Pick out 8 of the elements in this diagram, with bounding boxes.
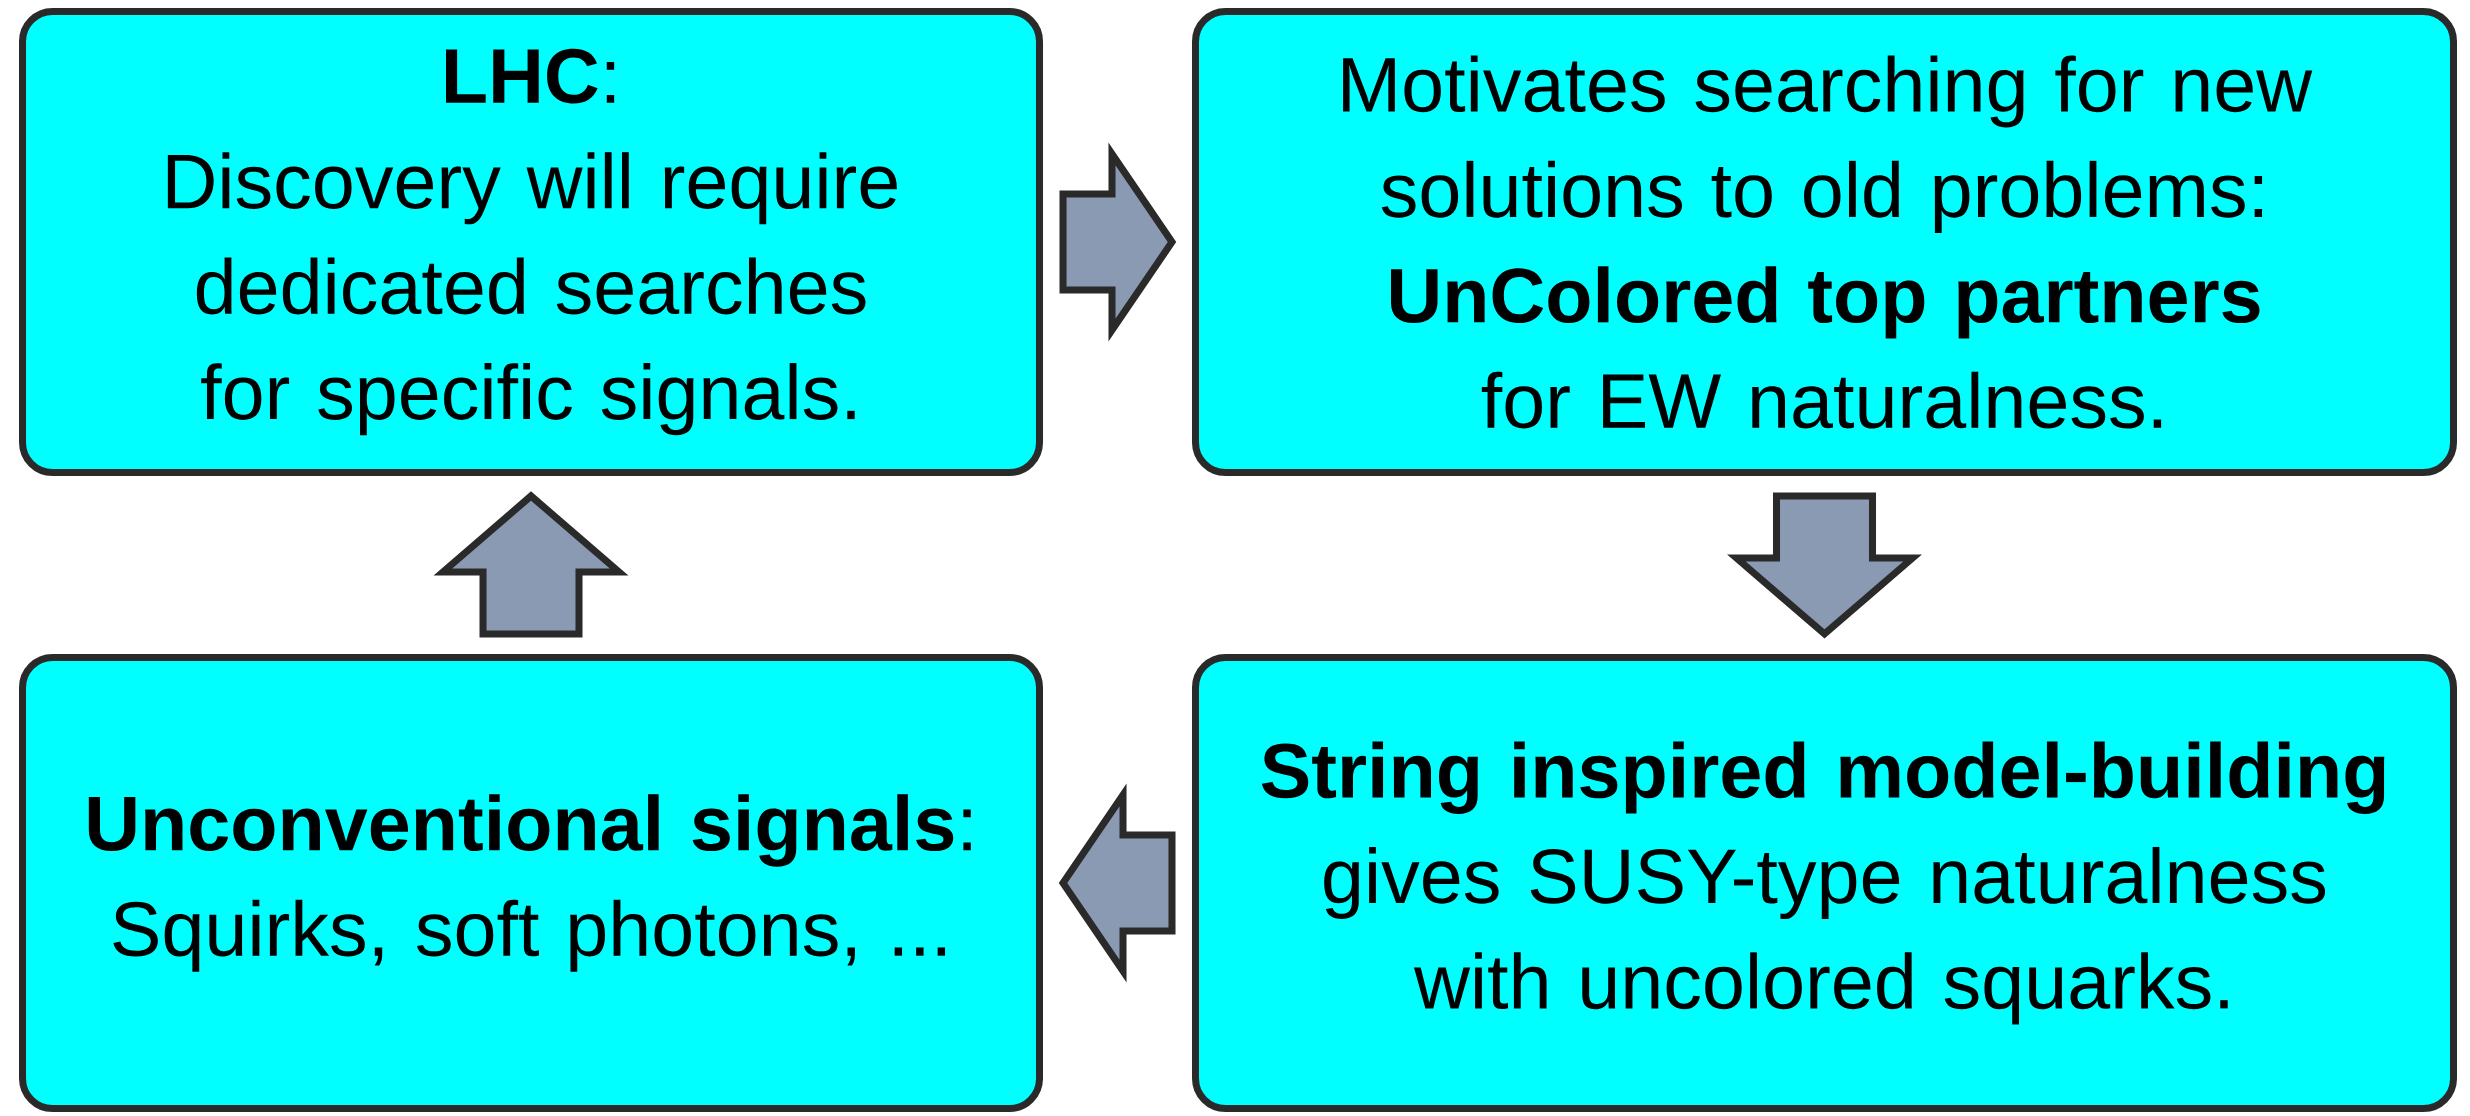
- process-box: Motivates searching for new solutions to old problems: UnColored top partners for EW naturalness.: [1192, 7, 2457, 476]
- process-box: Unconventional signals: Squirks, soft photons, ...: [19, 653, 1044, 1112]
- block-arrow: [1727, 492, 1922, 639]
- block-arrow: [1058, 783, 1176, 983]
- process-box: String inspired model-building gives SUSY-type naturalness with uncolored squarks.: [1192, 653, 2457, 1112]
- block-arrow: [1059, 142, 1177, 342]
- process-box: LHC: Discovery will require dedicated searches for specific signals.: [19, 7, 1044, 476]
- block-arrow: [433, 491, 629, 638]
